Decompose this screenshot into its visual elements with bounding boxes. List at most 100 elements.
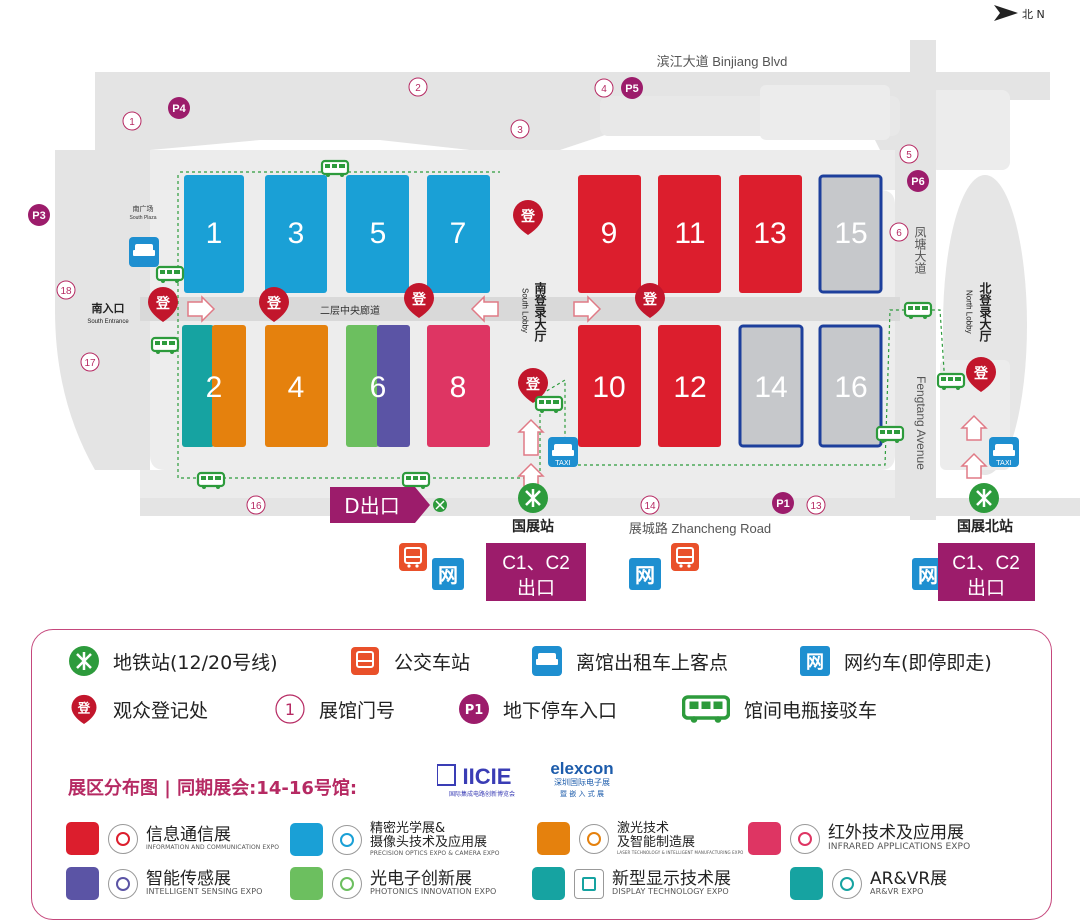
- gate-marker[interactable]: 16: [246, 495, 266, 515]
- hall-label: 9: [601, 217, 618, 250]
- south-lobby-label-en: South Lobby: [521, 288, 530, 333]
- ride-icon[interactable]: 网: [912, 558, 944, 590]
- parking-icon: P1: [459, 694, 489, 724]
- metro-icon[interactable]: [967, 481, 1001, 515]
- taxi-icon[interactable]: TAXI: [129, 237, 159, 267]
- hall-13[interactable]: [739, 175, 802, 293]
- display-icon: [574, 868, 604, 899]
- ride-icon[interactable]: 网: [629, 558, 661, 590]
- parking-marker[interactable]: P6: [907, 170, 929, 192]
- svg-text:6: 6: [896, 228, 902, 239]
- hall-16[interactable]: [818, 324, 883, 448]
- taxi-icon[interactable]: TAXI: [548, 437, 578, 467]
- svg-text:网: 网: [806, 652, 824, 673]
- svg-text:IICIE: IICIE: [463, 764, 512, 789]
- gate-marker[interactable]: 13: [806, 495, 826, 515]
- hall-2[interactable]: [182, 325, 246, 447]
- svg-text:13: 13: [810, 501, 822, 512]
- category-en: INFORMATION AND COMMUNICATION EXPO: [146, 843, 280, 851]
- hall-7[interactable]: [427, 175, 490, 293]
- exit-d[interactable]: D出口: [330, 487, 430, 523]
- hall-label: 8: [450, 371, 467, 404]
- legend-ride: 网 网约车(即停即走): [800, 646, 992, 676]
- gate-marker[interactable]: 4: [594, 78, 614, 98]
- category-name: 及智能制造展: [617, 835, 696, 851]
- hall-5[interactable]: [346, 175, 409, 293]
- hall-11[interactable]: [658, 175, 721, 293]
- parking-marker[interactable]: P1: [772, 492, 794, 514]
- hall-1[interactable]: [184, 175, 244, 293]
- hall-9[interactable]: [578, 175, 641, 293]
- bus-stop-icon[interactable]: [398, 542, 428, 572]
- north-arrow-icon: [994, 5, 1018, 21]
- parking-marker[interactable]: P4: [168, 97, 190, 119]
- category-swatch: [790, 867, 823, 900]
- bus-stop-icon[interactable]: [670, 542, 700, 572]
- metro-icon[interactable]: [516, 481, 550, 515]
- metro-small-icon[interactable]: [433, 498, 447, 512]
- category-en: DISPLAY TECHNOLOGY EXPO: [612, 887, 729, 897]
- hall-label: 11: [674, 217, 705, 250]
- hall-label: 1: [206, 217, 223, 250]
- south-entrance-label-en: South Entrance: [87, 319, 129, 325]
- hall-12[interactable]: [658, 325, 721, 447]
- exit-c-south[interactable]: C1、C2 出口: [486, 543, 586, 601]
- svg-text:1: 1: [129, 117, 135, 128]
- arrow-right-icon: [187, 295, 216, 323]
- corridor-label: 二层中央廊道: [320, 304, 380, 317]
- register-pin-icon[interactable]: 登: [518, 368, 548, 403]
- parking-marker[interactable]: P3: [28, 204, 50, 226]
- gate-marker[interactable]: 1: [122, 111, 142, 131]
- register-pin-icon[interactable]: 登: [259, 287, 289, 322]
- legend-shuttle-text: 馆间电瓶接驳车: [744, 699, 878, 722]
- taxi-icons: TAXI TAXI TAXI: [129, 237, 1019, 467]
- lens-icon: [332, 824, 362, 855]
- gates: 1 2 3 4 5 6 13 14 16 17 18: [56, 77, 919, 515]
- category-laser: 激光技术 及智能制造展 LASER TECHNOLOGY & INTELLIGE…: [537, 821, 743, 855]
- arrow-up-icon: [960, 414, 988, 441]
- hall-3[interactable]: [265, 175, 327, 293]
- exit-c-north[interactable]: C1、C2 出口: [938, 543, 1035, 601]
- svg-text:P3: P3: [32, 210, 45, 222]
- svg-text:P6: P6: [911, 176, 924, 188]
- ride-icon[interactable]: 网: [432, 558, 464, 590]
- gate-marker[interactable]: 18: [56, 280, 76, 300]
- vr-headset-icon: [832, 868, 862, 899]
- register-pin-icon[interactable]: 登: [635, 283, 665, 318]
- legend-metro-text: 地铁站(12/20号线): [113, 651, 278, 674]
- register-pin-icon[interactable]: 登: [404, 283, 434, 318]
- arrow-right-icon: [573, 295, 602, 323]
- road-zhancheng: 展城路 Zhancheng Road: [629, 521, 771, 536]
- category-swatch: [290, 823, 323, 857]
- hall-label: 10: [592, 371, 625, 404]
- gate-marker[interactable]: 14: [640, 495, 660, 515]
- svg-text:C1、C2: C1、C2: [502, 553, 570, 574]
- register-pin-icon[interactable]: 登: [966, 357, 996, 392]
- hall-15[interactable]: [818, 174, 883, 294]
- hall-6[interactable]: [346, 325, 410, 447]
- north-lobby-label-en: North Lobby: [965, 290, 974, 334]
- parking-marker[interactable]: P5: [621, 77, 643, 99]
- gate-marker[interactable]: 3: [510, 119, 530, 139]
- svg-text:TAXI: TAXI: [554, 459, 570, 467]
- taxi-icon[interactable]: TAXI: [989, 437, 1019, 467]
- distribution-title: 展区分布图 | 同期展会:14-16号馆:: [68, 778, 358, 799]
- hall-4[interactable]: [265, 325, 328, 447]
- register-pin-icon[interactable]: 登: [513, 200, 543, 235]
- gate-marker[interactable]: 6: [889, 222, 909, 242]
- hall-14[interactable]: [738, 324, 804, 448]
- legend-ride-text: 网约车(即停即走): [844, 651, 992, 674]
- category-name: AR&VR展: [870, 868, 948, 889]
- gate-marker[interactable]: 17: [80, 352, 100, 372]
- gate-marker[interactable]: 5: [899, 144, 919, 164]
- hall-label: 5: [370, 217, 387, 250]
- category-name: 新型显示技术展: [612, 868, 731, 889]
- hall-10[interactable]: [578, 325, 641, 447]
- gate-marker[interactable]: 2: [408, 77, 428, 97]
- hall-label: 12: [673, 371, 706, 404]
- register-pin-icon[interactable]: 登: [148, 287, 178, 322]
- svg-text:出口: 出口: [517, 577, 555, 599]
- hall-8[interactable]: [427, 325, 490, 447]
- legend-taxi-text: 离馆出租车上客点: [576, 651, 729, 674]
